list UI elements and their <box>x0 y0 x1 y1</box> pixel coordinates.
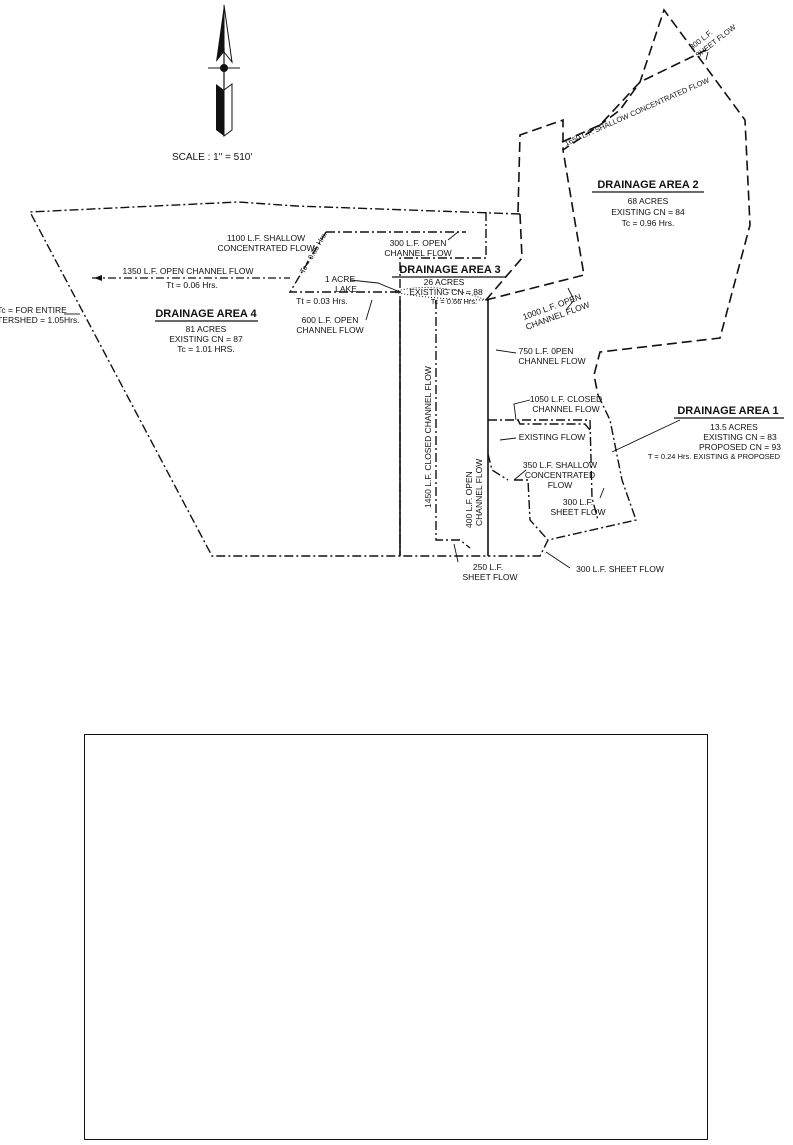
label-350-shallow-2: CONCENTRATED <box>525 470 595 480</box>
area-4-acres: 81 ACRES <box>186 324 227 334</box>
leader-300-sheet-bot <box>545 551 571 569</box>
label-1100-shallow-2: CONCENTRATED FLOW <box>217 243 314 253</box>
area-1-inner-boundary <box>488 419 599 521</box>
leader-300-sheet-top <box>705 51 709 61</box>
leader-1050-closed <box>513 399 531 421</box>
label-1450-closed: 1450 L.F. CLOSED CHANNEL FLOW <box>423 366 433 508</box>
label-600-open-1: 600 L.F. OPEN <box>302 315 359 325</box>
area-1-cn-proposed: PROPOSED CN = 93 <box>699 442 781 452</box>
area-4-tc: Tc = 1.01 HRS. <box>177 344 234 354</box>
flow-path-1050-closed <box>517 419 591 431</box>
label-1350-open: 1350 L.F. OPEN CHANNEL FLOW <box>122 266 253 276</box>
lake-dotted-outline <box>391 287 487 301</box>
label-300-sheet-mid-1: 300 L.F. <box>563 497 593 507</box>
label-tt-003: Tt = 0.03 Hrs. <box>296 296 348 306</box>
label-750-open-1: 750 L.F. 0PEN <box>519 346 574 356</box>
area-1-sub-boundary <box>514 479 549 541</box>
leader-300-open <box>447 231 459 241</box>
label-350-shallow-3: FLOW <box>548 480 573 490</box>
area-2-acres: 68 ACRES <box>628 196 669 206</box>
flow-path-1100-shallow <box>288 231 400 293</box>
drainage-area-map: SCALE : 1" = 510' 300 L.F. SHEET FLOW 16… <box>0 4 784 582</box>
flow-path-1650-shallow <box>561 49 707 143</box>
area-3-cn: EXISTING CN = 88 <box>409 287 483 297</box>
leader-300-sheet-mid <box>599 487 605 499</box>
label-300-open-2: CHANNEL FLOW <box>384 248 451 258</box>
area-2-cn: EXISTING CN = 84 <box>611 207 685 217</box>
flow-path-400-open <box>487 453 509 481</box>
area-2-west-boundary <box>517 118 564 213</box>
label-350-shallow-1: 350 L.F. SHALLOW <box>523 460 597 470</box>
leader-600-open <box>365 299 373 321</box>
area-3-acres: 26 ACRES <box>424 277 465 287</box>
label-400-open-1: 400 L.F. OPEN <box>464 471 474 528</box>
leader-250-sheet <box>453 543 459 563</box>
area-1-cn: EXISTING CN = 83 <box>703 432 777 442</box>
leader-1-acre-lake <box>349 279 401 293</box>
north-arrow-icon <box>208 4 240 137</box>
label-1650-shallow: 1650 L.F. SHALLOW CONCENTRATED FLOW <box>563 75 711 148</box>
label-lake: LAKE <box>335 284 357 294</box>
label-1050-closed-2: CHANNEL FLOW <box>532 404 599 414</box>
area-1-title: DRAINAGE AREA 1 <box>677 405 778 417</box>
label-1100-shallow-1: 1100 L.F. SHALLOW <box>227 233 305 243</box>
label-1050-closed-1: 1050 L.F. CLOSED <box>530 394 602 404</box>
area-3-tc: Tc = 0.66 Hrs. <box>431 297 477 306</box>
area-3-title: DRAINAGE AREA 3 <box>399 264 500 276</box>
leader-350-shallow <box>513 469 527 481</box>
leader-1000-open <box>565 287 575 311</box>
scale-label: SCALE : 1" = 510' <box>172 152 252 163</box>
label-existing-flow: EXISTING FLOW <box>519 432 586 442</box>
area-1-boundary <box>488 394 637 557</box>
flow-path-1450-closed <box>435 300 471 549</box>
area-1-acres: 13.5 ACRES <box>710 422 758 432</box>
label-250-sheet-1: 250 L.F. <box>473 562 503 572</box>
area-4-boundary <box>28 201 521 557</box>
label-300-open-1: 300 L.F. OPEN <box>390 238 447 248</box>
area-2-inner-boundary <box>485 213 523 301</box>
label-600-open-2: CHANNEL FLOW <box>296 325 363 335</box>
area-4-cn: EXISTING CN = 87 <box>169 334 243 344</box>
label-tt-006: Tt = 0.06 Hrs. <box>166 280 218 290</box>
empty-note-box <box>84 734 708 1140</box>
area-1-tt: T = 0.24 Hrs. EXISTING & PROPOSED <box>648 452 781 461</box>
label-1-acre: 1 ACRE <box>325 274 356 284</box>
area-2-tc: Tc = 0.96 Hrs. <box>622 218 675 228</box>
area-2-title: DRAINAGE AREA 2 <box>597 179 698 191</box>
label-tc-total-1: Tc = FOR ENTIRE <box>0 305 67 315</box>
label-300-sheet-bot: 300 L.F. SHEET FLOW <box>576 564 664 574</box>
area-4-title: DRAINAGE AREA 4 <box>155 308 257 320</box>
leader-750-open <box>495 349 517 354</box>
area-2-boundary <box>485 8 751 396</box>
leader-existing-flow <box>499 437 517 441</box>
label-750-open-2: CHANNEL FLOW <box>518 356 585 366</box>
label-tc-total-2: WATERSHED = 1.05Hrs. <box>0 315 80 325</box>
label-250-sheet-2: SHEET FLOW <box>462 572 517 582</box>
leader-area-1 <box>611 419 681 453</box>
label-400-open-2: CHANNEL FLOW <box>474 459 484 526</box>
label-300-sheet-mid-2: SHEET FLOW <box>550 507 605 517</box>
